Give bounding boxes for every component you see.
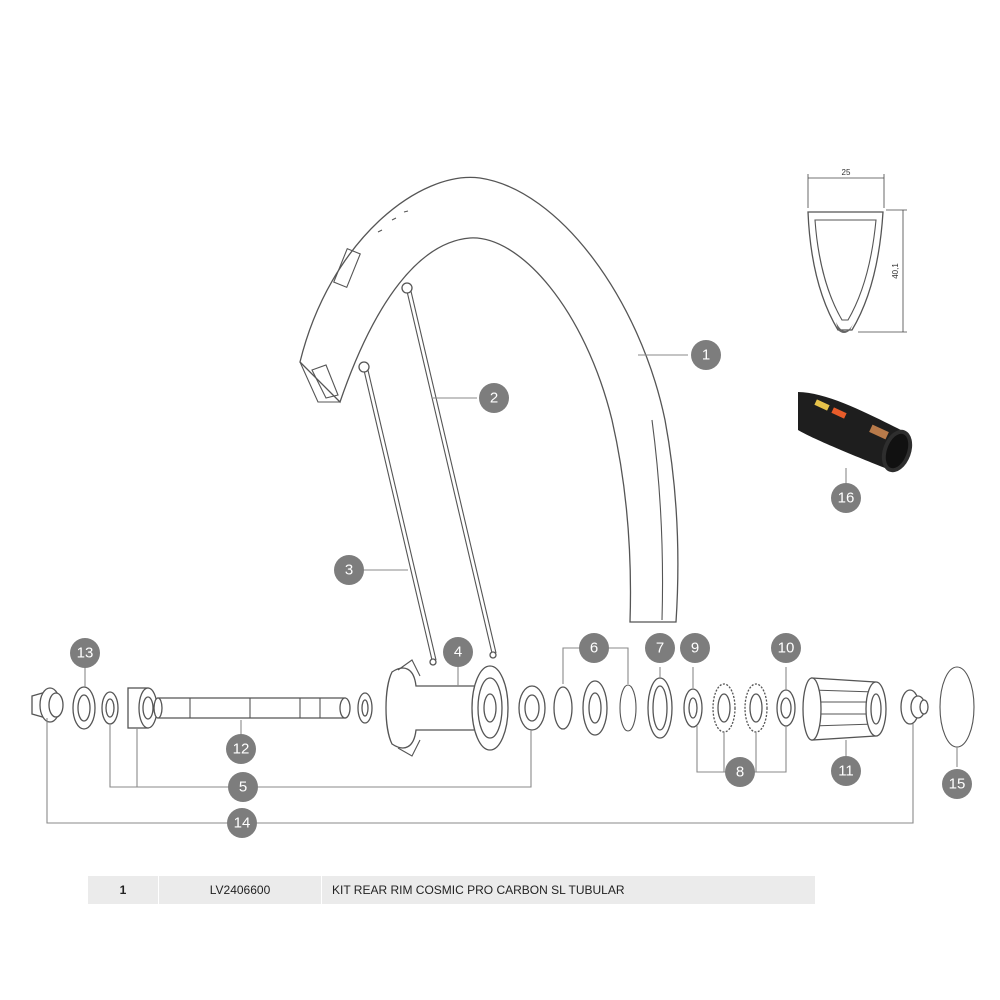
svg-text:8: 8: [736, 764, 744, 781]
tubular-tyre: [798, 392, 913, 473]
rim-part: [299, 176, 679, 623]
callout-3: 3: [334, 555, 364, 585]
svg-text:11: 11: [838, 763, 854, 780]
svg-text:14: 14: [234, 815, 251, 832]
svg-text:12: 12: [233, 741, 250, 758]
svg-text:5: 5: [239, 779, 247, 796]
part-number: 1: [88, 876, 159, 904]
part-description: KIT REAR RIM COSMIC PRO CARBON SL TUBULA…: [332, 883, 625, 897]
spokes: [358, 282, 497, 666]
callout-7: 7: [645, 633, 675, 663]
svg-text:1: 1: [702, 347, 710, 364]
callout-15: 15: [942, 769, 972, 799]
callout-1: 1: [691, 340, 721, 370]
parts-table-row: 1 LV2406600 KIT REAR RIM COSMIC PRO CARB…: [88, 876, 815, 904]
callout-8: 8: [725, 757, 755, 787]
part-reference: LV2406600: [159, 876, 322, 904]
svg-text:16: 16: [838, 490, 855, 507]
svg-text:10: 10: [778, 640, 795, 657]
callout-4: 4: [443, 637, 473, 667]
callout-9: 9: [680, 633, 710, 663]
callout-12: 12: [226, 734, 256, 764]
svg-text:15: 15: [949, 776, 966, 793]
callout-14: 14: [227, 808, 257, 838]
hub-parts: [31, 659, 975, 757]
profile-height-label: 40,1: [891, 263, 900, 279]
svg-text:4: 4: [454, 644, 462, 661]
callout-5: 5: [228, 772, 258, 802]
svg-text:7: 7: [656, 640, 664, 657]
callout-16: 16: [831, 483, 861, 513]
callout-6: 6: [579, 633, 609, 663]
svg-text:3: 3: [345, 562, 353, 579]
rim-profile: 25 40,1: [807, 168, 907, 333]
callout-13: 13: [70, 638, 100, 668]
svg-text:6: 6: [590, 640, 598, 657]
leader-lines: [46, 354, 958, 824]
svg-text:2: 2: [490, 390, 498, 407]
profile-width-label: 25: [842, 168, 851, 177]
svg-text:13: 13: [77, 645, 94, 662]
svg-text:9: 9: [691, 640, 699, 657]
callout-2: 2: [479, 383, 509, 413]
callout-10: 10: [771, 633, 801, 663]
callout-11: 11: [831, 756, 861, 786]
